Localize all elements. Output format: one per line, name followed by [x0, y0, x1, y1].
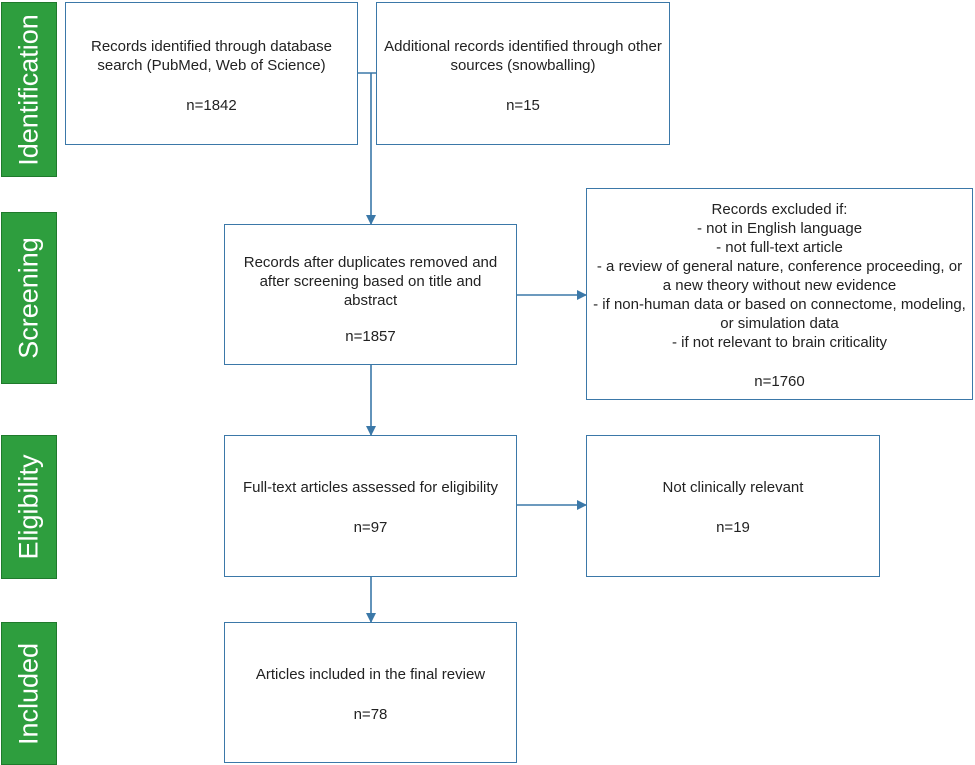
box-text: Full-text articles assessed for eligibil… [242, 479, 499, 496]
excluded-title: Records excluded if: [711, 201, 848, 218]
box-count: n=1842 [186, 97, 237, 114]
box-excluded-records: Records excluded if: - not in English la… [586, 188, 973, 400]
box-text: Records identified through database sear… [91, 38, 332, 74]
box-other-sources: Additional records identified through ot… [376, 2, 670, 145]
box-count: n=1857 [345, 328, 396, 345]
box-included-articles: Articles included in the final review n=… [224, 622, 517, 763]
excluded-item: - if not relevant to brain criticality [671, 334, 888, 351]
box-text: Articles included in the final review [255, 666, 486, 683]
phase-eligibility: Eligibility [1, 435, 57, 579]
box-count: n=78 [353, 706, 388, 723]
excluded-item: - a review of general nature, conference… [596, 258, 963, 294]
box-screened-records: Records after duplicates removed and aft… [224, 224, 517, 365]
box-count: n=1760 [754, 373, 805, 390]
box-text: Records after duplicates removed and aft… [243, 254, 498, 309]
box-database-records: Records identified through database sear… [65, 2, 358, 145]
phase-included: Included [1, 622, 57, 765]
box-text: Not clinically relevant [662, 479, 804, 496]
excluded-item: - if non-human data or based on connecto… [593, 296, 966, 332]
box-text: Additional records identified through ot… [384, 38, 662, 74]
box-count: n=19 [716, 519, 750, 536]
box-count: n=97 [353, 519, 388, 536]
phase-screening: Screening [1, 212, 57, 384]
box-count: n=15 [506, 97, 540, 114]
excluded-criteria: Records excluded if: - not in English la… [593, 200, 966, 352]
box-not-relevant: Not clinically relevant n=19 [586, 435, 880, 577]
excluded-item: - not full-text article [716, 239, 843, 256]
phase-identification: Identification [1, 2, 57, 177]
box-fulltext-assessed: Full-text articles assessed for eligibil… [224, 435, 517, 577]
excluded-item: - not in English language [696, 220, 863, 237]
